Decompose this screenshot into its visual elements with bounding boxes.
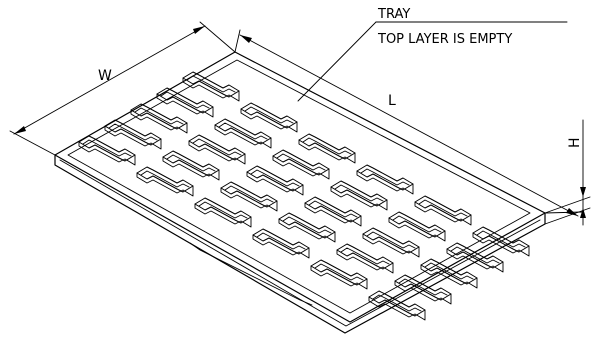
pocket xyxy=(394,274,452,305)
dimension-length: L xyxy=(234,29,583,217)
pocket xyxy=(472,226,530,257)
pocket xyxy=(330,180,388,211)
pocket xyxy=(420,258,478,289)
tray-pockets xyxy=(78,71,530,321)
pocket xyxy=(298,133,356,164)
tray-outline xyxy=(54,51,546,334)
pocket xyxy=(368,290,426,321)
pocket xyxy=(356,164,414,195)
dimension-label-height: H xyxy=(567,137,583,148)
pocket xyxy=(162,150,220,181)
pocket xyxy=(188,134,246,165)
pocket xyxy=(156,87,214,118)
pocket xyxy=(182,71,240,102)
pocket xyxy=(214,118,272,149)
pocket xyxy=(220,181,278,212)
dimension-height: H xyxy=(544,119,591,226)
pocket xyxy=(362,227,420,258)
pocket xyxy=(304,196,362,227)
pocket xyxy=(78,135,136,166)
pocket xyxy=(240,102,298,133)
pocket xyxy=(104,119,162,150)
pocket xyxy=(336,243,394,274)
pocket xyxy=(136,166,194,197)
pocket xyxy=(414,195,472,226)
tray-callout: TRAY TOP LAYER IS EMPTY xyxy=(297,7,568,102)
pocket xyxy=(246,165,304,196)
callout-label-tray: TRAY xyxy=(377,7,410,22)
callout-label-top-layer: TOP LAYER IS EMPTY xyxy=(377,32,512,47)
dimension-width: W xyxy=(9,21,236,156)
pocket xyxy=(446,242,504,273)
pocket xyxy=(278,212,336,243)
pocket xyxy=(388,211,446,242)
pocket xyxy=(272,149,330,180)
dimension-label-length: L xyxy=(388,93,396,109)
pocket xyxy=(310,259,368,290)
pocket xyxy=(194,197,252,228)
pocket xyxy=(130,103,188,134)
pocket xyxy=(252,228,310,259)
dimension-label-width: W xyxy=(98,68,112,84)
